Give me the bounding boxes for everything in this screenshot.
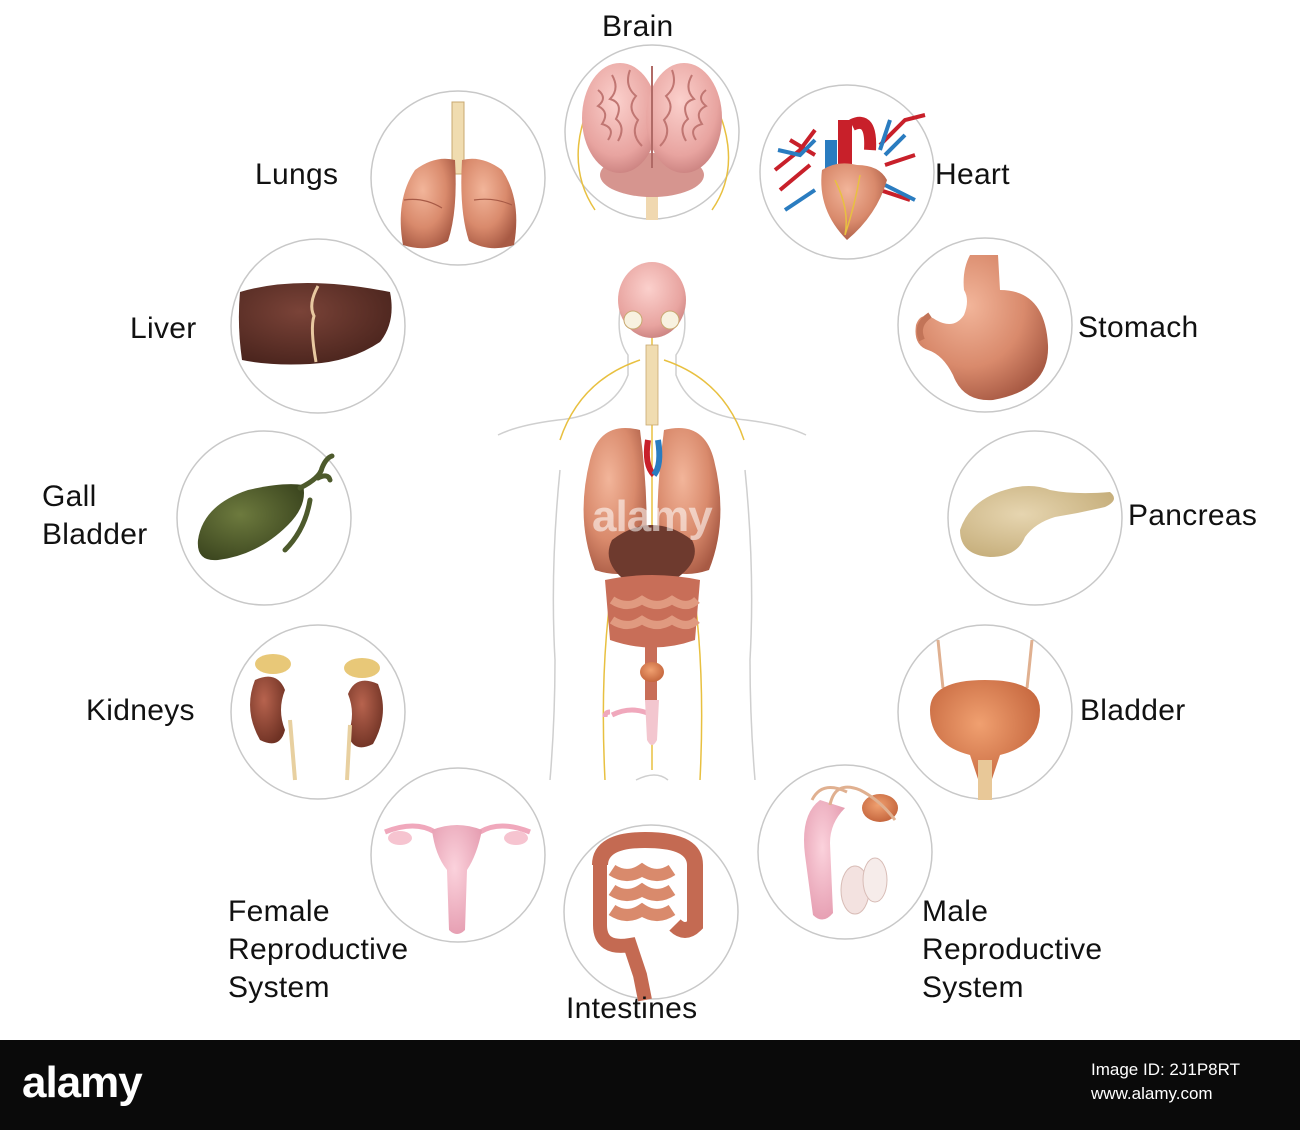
brand-logo: alamy (22, 1058, 143, 1107)
site-url-text: www.alamy.com (1091, 1084, 1213, 1103)
lungs-node (370, 90, 546, 266)
label-female-reproductive: Female Reproductive System (228, 895, 409, 1004)
label-bladder: Bladder (1080, 694, 1186, 727)
female-reproductive-node (370, 767, 546, 943)
stomach-node (897, 237, 1073, 413)
label-liver: Liver (130, 312, 197, 345)
footer-bar: alamy Image ID: 2J1P8RT www.alamy.com (0, 1040, 1300, 1130)
heart-node (759, 84, 935, 260)
label-intestines: Intestines (566, 992, 698, 1025)
image-id-block: Image ID: 2J1P8RT www.alamy.com (1091, 1058, 1240, 1106)
bladder-node (897, 624, 1073, 800)
label-pancreas: Pancreas (1128, 499, 1258, 532)
kidneys-node (230, 624, 406, 800)
label-kidneys: Kidneys (86, 694, 195, 727)
gall-bladder-node (176, 430, 352, 606)
intestines-node (563, 824, 739, 1002)
liver-node (230, 238, 406, 414)
label-gall-bladder: Gall Bladder (42, 480, 148, 551)
label-lungs: Lungs (255, 158, 339, 191)
watermark-text: alamy (592, 492, 713, 541)
diagram-canvas (176, 44, 1123, 1002)
label-stomach: Stomach (1078, 311, 1199, 344)
pancreas-node (947, 430, 1123, 606)
label-male-reproductive: Male Reproductive System (922, 895, 1103, 1004)
male-reproductive-node (757, 764, 933, 940)
image-id-text: Image ID: 2J1P8RT (1091, 1060, 1240, 1079)
label-heart: Heart (935, 158, 1010, 191)
human-body-figure (497, 262, 807, 781)
brain-node (564, 44, 740, 220)
label-brain: Brain (602, 10, 674, 43)
